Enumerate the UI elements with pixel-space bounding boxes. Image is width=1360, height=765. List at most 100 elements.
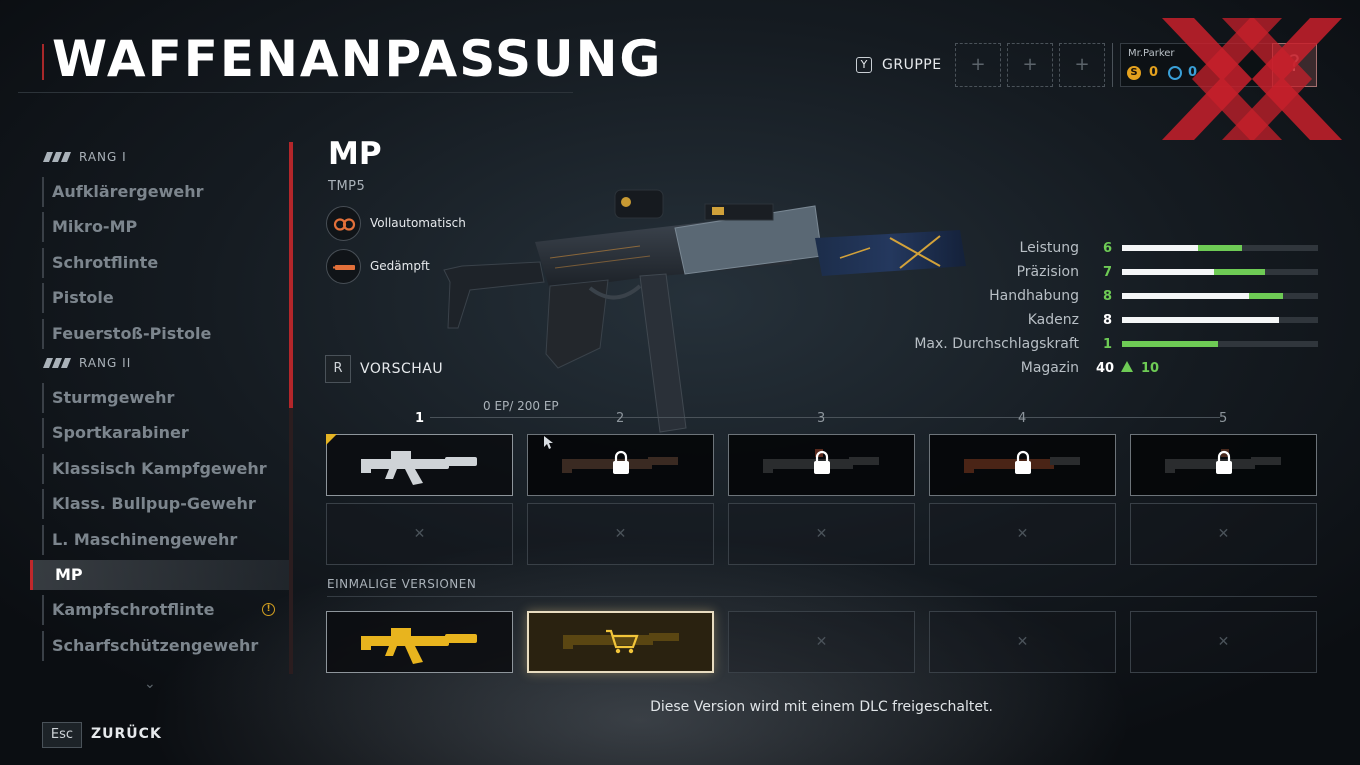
- progression-level-2: 2: [616, 411, 625, 426]
- preview-key-hint[interactable]: R: [325, 355, 351, 383]
- stat-value: 7: [1102, 265, 1112, 280]
- locked-smg-silhouette-icon: [1165, 449, 1281, 474]
- empty-slot-x-icon: ✕: [815, 526, 828, 542]
- locked-smg-silhouette-icon: [763, 449, 879, 474]
- esc-key-hint[interactable]: Esc: [42, 722, 82, 748]
- rank-stripes-icon: [43, 152, 71, 162]
- empty-slot-x-icon: ✕: [1217, 634, 1230, 650]
- stat-bar: [1122, 317, 1318, 323]
- progression-level-1: 1: [415, 411, 425, 426]
- group-slot-1[interactable]: +: [955, 43, 1001, 87]
- token-count: 0: [1188, 65, 1198, 80]
- empty-slot-x-icon: ✕: [1217, 526, 1230, 542]
- stat-bar-bonus: [1122, 341, 1219, 347]
- sidebar-item[interactable]: Pistole: [42, 283, 282, 314]
- sidebar-item[interactable]: Mikro-MP: [42, 212, 282, 243]
- sidebar-item[interactable]: L. Maschinengewehr: [42, 524, 282, 555]
- stat-bar-base: [1122, 245, 1199, 251]
- sidebar-item[interactable]: Klass. Bullpup-Gewehr: [42, 489, 282, 520]
- weapon-name: MP: [328, 136, 382, 172]
- rank-heading: RANG I: [79, 150, 127, 164]
- stat-bar: [1122, 341, 1318, 347]
- stat-bar: [1122, 245, 1318, 251]
- stat-label: Leistung: [1019, 240, 1079, 256]
- title-underline: [18, 92, 573, 93]
- dlc-notice: Diese Version wird mit einem DLC freiges…: [650, 699, 993, 715]
- gold-smg-silhouette-icon: [361, 628, 477, 664]
- group-slot-3[interactable]: +: [1059, 43, 1105, 87]
- stat-label-magazine: Magazin: [1020, 360, 1079, 376]
- stat-bar: [1122, 293, 1318, 299]
- dlc-cart-icon: [563, 629, 679, 654]
- empty-variant-slot: ✕: [326, 503, 513, 565]
- weapon-model: TMP5: [328, 179, 366, 194]
- rank-stripes-icon: [43, 358, 71, 368]
- empty-variant-slot: ✕: [728, 611, 915, 673]
- full-auto-icon: [326, 206, 361, 241]
- group-button[interactable]: GRUPPE: [882, 57, 942, 73]
- title-accent-bar: [42, 44, 44, 80]
- progression-level-5: 5: [1219, 411, 1228, 426]
- sidebar-item[interactable]: Klassisch Kampfgewehr: [42, 453, 282, 484]
- empty-variant-slot: ✕: [527, 503, 714, 565]
- sidebar-item[interactable]: Scharfschützengewehr: [42, 630, 282, 661]
- progression-track: [430, 417, 1220, 418]
- sidebar-item[interactable]: Sportkarabiner: [42, 418, 282, 449]
- stat-label: Präzision: [1016, 264, 1079, 280]
- locked-smg-silhouette-icon: [562, 450, 678, 474]
- mouse-cursor-icon: [544, 436, 553, 449]
- one-off-versions-heading: EINMALIGE VERSIONEN: [327, 577, 477, 591]
- locked-smg-silhouette-icon: [964, 450, 1080, 474]
- stat-value-magazine: 40: [1096, 361, 1115, 376]
- sidebar-scrollbar-thumb[interactable]: [289, 142, 293, 408]
- one-off-divider: [327, 596, 1317, 597]
- stat-bar-base: [1122, 293, 1250, 299]
- stat-bar-base: [1122, 269, 1215, 275]
- progression-level-4: 4: [1018, 411, 1027, 426]
- variant-card-level-5-locked[interactable]: [1130, 434, 1317, 496]
- sidebar-item[interactable]: MP: [30, 560, 290, 590]
- group-key-hint: Y: [856, 57, 872, 73]
- page-title: WAFFENANPASSUNG: [52, 30, 663, 88]
- stat-bar: [1122, 269, 1318, 275]
- sidebar-item[interactable]: Schrotflinte: [42, 247, 282, 278]
- sidebar-item[interactable]: Aufklärergewehr: [42, 177, 282, 207]
- xp-progress-text: 0 EP/ 200 EP: [483, 399, 559, 413]
- sidebar-item[interactable]: Sturmgewehr: [42, 383, 282, 413]
- scroll-down-chevron-icon[interactable]: ⌄: [144, 676, 156, 692]
- empty-variant-slot: ✕: [1130, 611, 1317, 673]
- stat-value: 8: [1102, 289, 1112, 304]
- coin-icon: S: [1127, 66, 1141, 80]
- empty-variant-slot: ✕: [1130, 503, 1317, 565]
- variant-card-level-1[interactable]: [326, 434, 513, 496]
- variant-card-level-3-locked[interactable]: [728, 434, 915, 496]
- empty-variant-slot: ✕: [929, 611, 1116, 673]
- smg-silhouette-icon: [361, 451, 477, 485]
- gold-variant-card[interactable]: [326, 611, 513, 673]
- sidebar-item[interactable]: Kampfschrotflinte: [42, 595, 282, 626]
- trait-label-suppressed: Gedämpft: [370, 259, 430, 273]
- sidebar-item[interactable]: Feuerstoß-Pistole: [42, 318, 282, 349]
- preview-button[interactable]: VORSCHAU: [360, 361, 444, 377]
- stat-label: Handhabung: [989, 288, 1079, 304]
- variant-card-level-4-locked[interactable]: [929, 434, 1116, 496]
- empty-slot-x-icon: ✕: [614, 526, 627, 542]
- back-button[interactable]: ZURÜCK: [91, 726, 162, 742]
- variant-card-level-2-locked[interactable]: [527, 434, 714, 496]
- empty-variant-slot: ✕: [929, 503, 1116, 565]
- empty-slot-x-icon: ✕: [815, 634, 828, 650]
- group-divider: [1112, 43, 1113, 87]
- trait-label-full-auto: Vollautomatisch: [370, 216, 466, 230]
- empty-slot-x-icon: ✕: [1016, 526, 1029, 542]
- group-slot-2[interactable]: +: [1007, 43, 1053, 87]
- empty-slot-x-icon: ✕: [413, 526, 426, 542]
- stat-label: Max. Durchschlagskraft: [914, 336, 1079, 352]
- stat-value: 8: [1102, 313, 1112, 328]
- dlc-variant-card-selected[interactable]: [527, 611, 714, 673]
- rank-heading: RANG II: [79, 356, 132, 370]
- weapon-render-image: [443, 189, 966, 433]
- sidebar-scrollbar[interactable]: [289, 142, 293, 674]
- stat-bar-bonus: [1249, 293, 1283, 299]
- player-name: Mr.Parker: [1128, 48, 1175, 59]
- watermark-logo-icon: [1162, 18, 1342, 140]
